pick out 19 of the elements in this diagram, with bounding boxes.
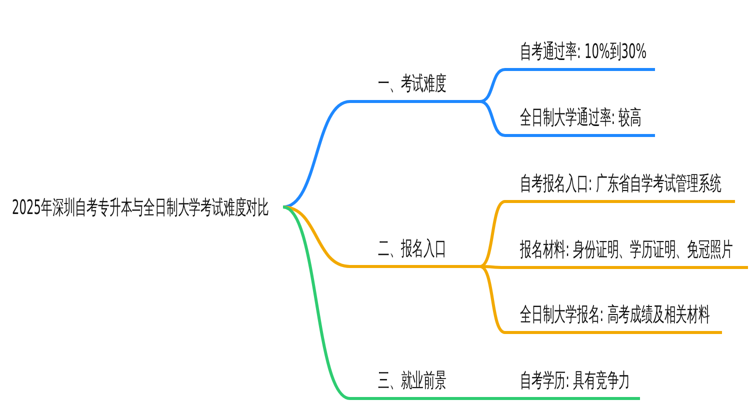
root-topic: 2025年深圳自考专升本与全日制大学考试难度对比 [8,190,283,224]
connector-curve [282,206,350,268]
leaf-topic: 自考学历: 具有竞争力 [505,363,640,400]
connector-curve [480,265,506,269]
connector-curve [480,397,505,400]
leaf-topic: 全日制大学通过率: 较高 [505,100,655,137]
branch-topic: 三、就业前景 [350,363,480,400]
leaf-topic: 报名材料: 身份证明、学历证明、免冠照片 [505,232,748,269]
leaf-topic: 全日制大学报名: 高考成绩及相关材料 [505,297,722,334]
connector-curve [282,206,351,400]
connector-curve [282,100,350,208]
connector-curve [480,68,506,103]
connector-curve [479,200,506,268]
connector-curve [480,100,506,137]
leaf-topic: 自考报名入口: 广东省自学考试管理系统 [505,166,735,203]
branch-topic: 一、考试难度 [350,66,480,103]
connector-curve [479,265,506,334]
leaf-topic: 自考通过率: 10%到30% [505,34,655,71]
branch-topic: 二、报名入口 [350,231,480,268]
